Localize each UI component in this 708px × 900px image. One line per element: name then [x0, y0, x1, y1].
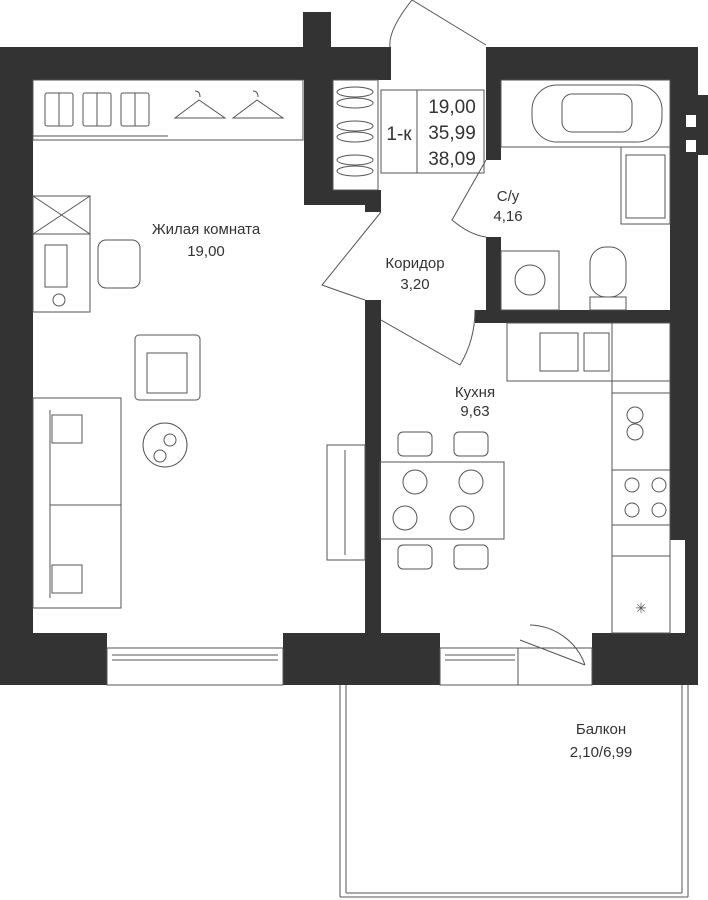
apartment-info-box: 1-к 19,00 35,99 38,09 [380, 89, 485, 174]
living-area-value: 19,00 [428, 97, 476, 118]
kitchen-area: 9,63 [460, 403, 489, 420]
svg-text:✳: ✳ [635, 600, 647, 616]
windows [106, 624, 593, 686]
armchair [134, 334, 201, 401]
walls [0, 12, 708, 685]
fridge [611, 555, 671, 634]
sofa [32, 397, 122, 609]
balcony-area: 2,10/6,99 [570, 744, 633, 761]
bathroom-fixtures [500, 79, 671, 311]
hanger-icon [231, 90, 285, 119]
bathroom-area: 4,16 [493, 208, 522, 225]
stove [611, 469, 671, 526]
corridor-name: Коридор [385, 255, 444, 272]
living-room-area: 19,00 [187, 243, 225, 260]
living-furniture [32, 195, 366, 609]
total-area-value: 35,99 [428, 123, 476, 144]
kitchen-name: Кухня [455, 384, 495, 401]
bathroom-name: С/у [497, 188, 520, 205]
wardrobe [32, 79, 304, 141]
shirt-icon [120, 92, 150, 127]
balcony [339, 685, 689, 898]
office-chair [97, 239, 141, 289]
kitchen-fixtures: ✳ [379, 322, 671, 634]
doors [321, 0, 487, 366]
bathtub [500, 79, 671, 148]
shoe-rack [332, 79, 379, 191]
corridor-area: 3,20 [400, 276, 429, 293]
balcony-name: Балкон [576, 721, 626, 738]
toilet [589, 246, 627, 298]
total-area-with-balcony-value: 38,09 [428, 149, 476, 170]
shirt-icon [44, 92, 74, 127]
washing-machine [500, 250, 560, 311]
dining-table [379, 461, 505, 540]
hanger-icon [173, 90, 227, 119]
coffee-table [142, 422, 188, 468]
kitchen-sink [539, 332, 579, 372]
desk [32, 233, 91, 313]
apartment-type: 1-к [386, 124, 412, 145]
sink [620, 146, 671, 225]
shirt-icon [82, 92, 112, 127]
living-room-name: Жилая комната [152, 221, 261, 238]
room-labels: Жилая комната 19,00 Коридор 3,20 С/у 4,1… [152, 188, 632, 761]
tv-stand [326, 444, 366, 561]
